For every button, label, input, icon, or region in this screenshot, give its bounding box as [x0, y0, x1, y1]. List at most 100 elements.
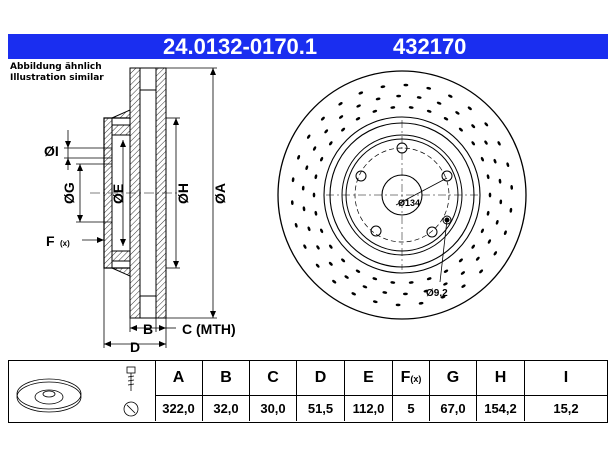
drill-hole [467, 106, 472, 111]
drill-hole [303, 244, 307, 249]
spec-header: A [172, 369, 185, 386]
thumbnail-disc-icon [16, 381, 82, 413]
spec-column-a: A 322,0 [155, 361, 203, 421]
drill-hole [362, 285, 368, 289]
screw-icon [123, 401, 139, 417]
drill-hole [499, 199, 503, 205]
drill-hole [488, 192, 492, 198]
drill-hole [329, 141, 333, 146]
drill-hole [375, 97, 381, 101]
drill-hole [475, 256, 480, 261]
drill-hole [372, 109, 378, 113]
disc-outer-edge [277, 70, 527, 320]
drill-hole [312, 146, 317, 151]
drill-hole [493, 251, 497, 256]
drill-hole [339, 115, 344, 119]
drill-hole [458, 127, 463, 132]
drill-hole [471, 141, 475, 146]
drill-hole [418, 301, 424, 305]
spec-value: 112,0 [345, 395, 392, 421]
drill-hole [426, 277, 432, 281]
drill-hole [382, 291, 388, 294]
alt-part-number: 432170 [393, 34, 467, 59]
spec-header-sub: (x) [410, 374, 422, 384]
drill-hole [297, 155, 301, 160]
drill-hole [380, 85, 386, 89]
drill-hole [341, 127, 346, 132]
label-dim-d: D [130, 339, 140, 355]
spec-value: 322,0 [155, 395, 202, 421]
spec-value: 30,0 [250, 395, 296, 421]
drill-hole [305, 165, 309, 171]
drill-hole [314, 210, 318, 216]
drill-hole [329, 244, 333, 249]
drill-hole [338, 102, 343, 106]
disc-section-view [90, 67, 180, 319]
drill-hole [426, 86, 432, 90]
spec-value: 5 [393, 395, 429, 421]
drill-hole [390, 106, 396, 109]
drill-hole [448, 94, 453, 98]
spec-column-i: I 15,2 [525, 361, 607, 421]
drill-hole [509, 207, 513, 213]
spec-header: G [446, 369, 460, 386]
drill-hole [458, 258, 463, 263]
label-dim-h: ØH [175, 183, 191, 204]
part-number: 24.0132-0170.1 [163, 34, 318, 59]
drill-hole [294, 222, 298, 228]
drill-hole [302, 206, 306, 212]
spec-header: E [363, 369, 374, 386]
drill-hole [312, 192, 316, 198]
spec-header: H [494, 369, 507, 386]
drill-hole [495, 219, 499, 225]
label-dim-i: ØI [44, 143, 59, 159]
drill-hole [372, 277, 378, 281]
drill-hole [408, 281, 414, 284]
label-dim-g: ØG [61, 182, 77, 204]
illustration-note: Abbildung ähnlich Illustration similar [10, 62, 104, 84]
drill-hole [314, 174, 318, 180]
spec-column-h: H 154,2 [477, 361, 525, 421]
drill-hole [443, 117, 449, 121]
drill-hole [320, 228, 324, 234]
drill-hole [403, 83, 409, 87]
drill-hole [479, 269, 484, 274]
drill-hole [355, 117, 361, 121]
drill-hole [455, 111, 460, 115]
spec-value: 154,2 [477, 395, 524, 421]
note-de: Abbildung ähnlich [10, 62, 102, 72]
drill-hole [480, 156, 484, 162]
drill-hole [372, 300, 378, 304]
drill-hole [316, 245, 320, 250]
drill-hole [423, 289, 429, 293]
label-dim-e: ØE [110, 184, 126, 204]
spec-header: C [267, 369, 279, 386]
drill-hole [395, 303, 401, 307]
drill-hole [440, 295, 446, 299]
drill-hole [290, 200, 294, 205]
drill-hole [506, 162, 510, 168]
drill-hole [403, 292, 408, 296]
product-thumbnail [9, 361, 156, 421]
note-en: Illustration similar [10, 73, 104, 83]
spec-header: B [220, 369, 232, 386]
spec-value: 67,0 [430, 395, 476, 421]
spec-header: I [563, 369, 569, 386]
drill-hole [324, 129, 329, 134]
drill-hole [390, 281, 396, 284]
spec-value: 51,5 [297, 395, 344, 421]
drill-hole [341, 258, 346, 263]
spec-value: 15,2 [525, 395, 607, 421]
drill-hole [328, 261, 333, 266]
label-dim-a: ØA [212, 183, 228, 204]
drill-hole [461, 284, 466, 288]
drill-hole [493, 158, 497, 164]
drill-hole [396, 94, 401, 98]
spec-column-e: E 112,0 [345, 361, 393, 421]
drill-hole [484, 140, 488, 145]
drill-holes [290, 83, 514, 307]
